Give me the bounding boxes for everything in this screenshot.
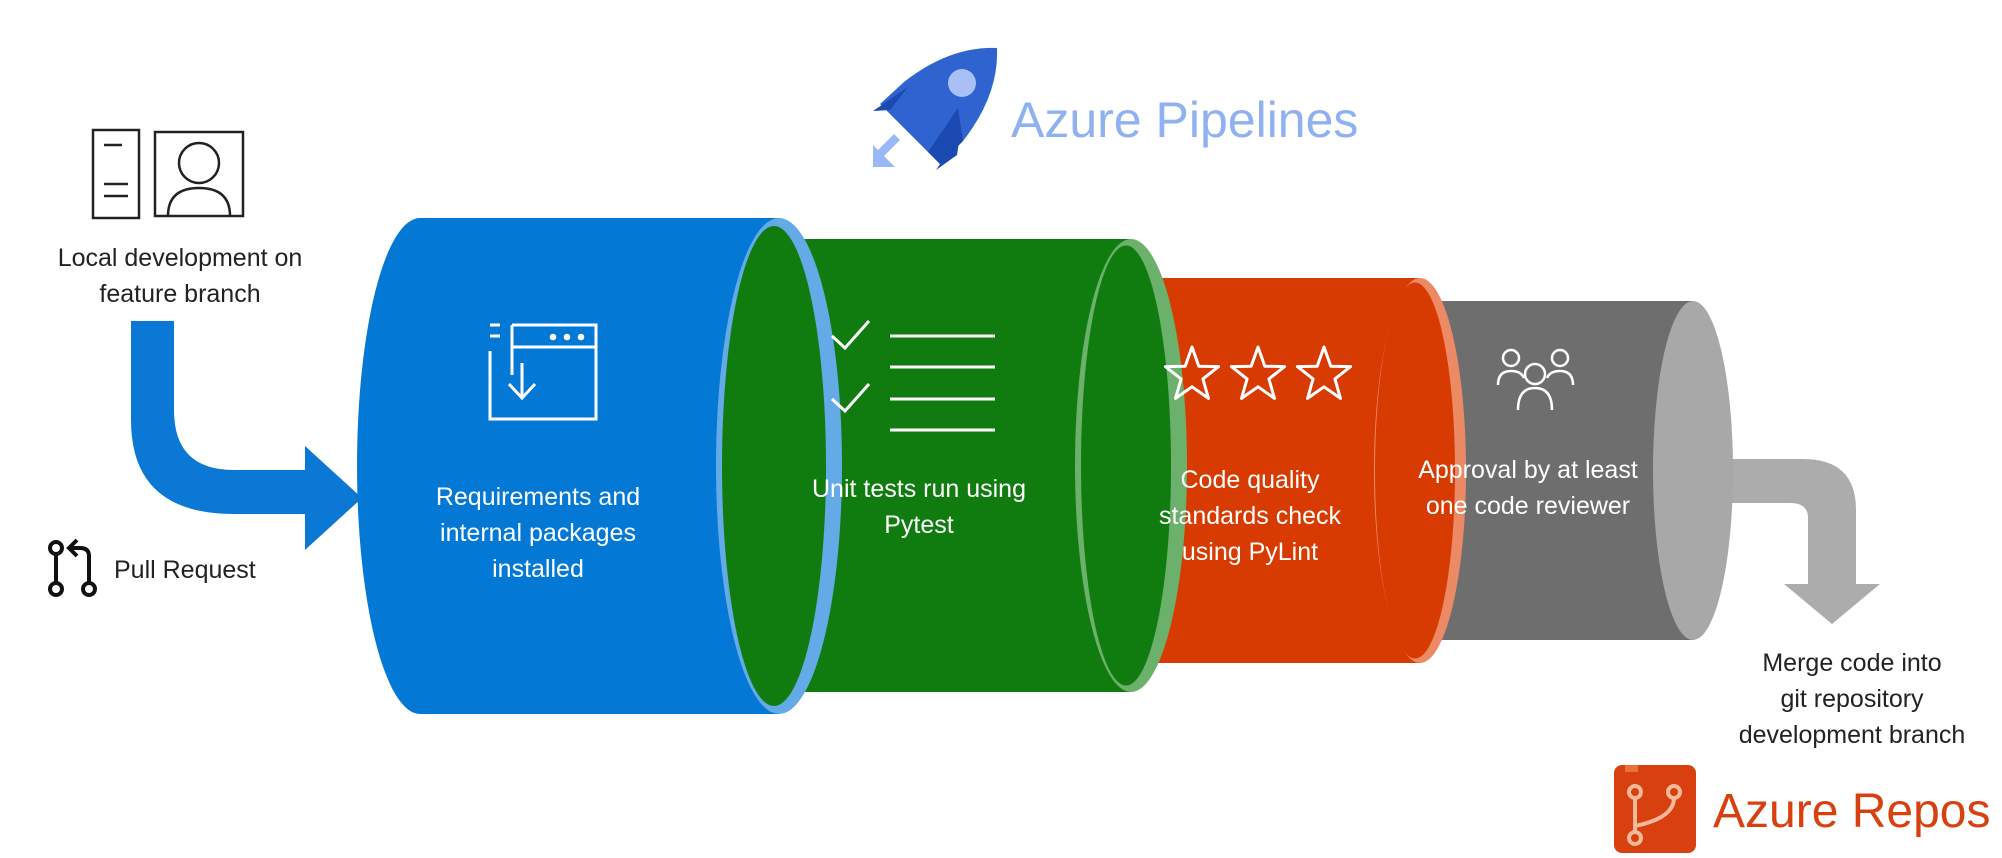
stage-review-label: Approval by at least one code reviewer — [1398, 452, 1658, 524]
merge-line3: development branch — [1738, 721, 1966, 749]
local-development-label: Local development on feature branch — [20, 240, 340, 312]
stage-review-line1: Approval by at least — [1418, 456, 1638, 484]
azure-pipelines-title: Azure Pipelines — [1011, 92, 1359, 148]
stage-install-cylinder — [357, 218, 842, 714]
stage-quality-line1: Code quality — [1180, 466, 1320, 494]
local-development-line2: feature branch — [99, 280, 261, 308]
pull-request-label: Pull Request — [114, 556, 256, 584]
stars-icon — [1163, 345, 1353, 400]
stage-install-line1: Requirements and — [435, 483, 641, 511]
stage-tests-label: Unit tests run using Pytest — [779, 471, 1059, 543]
star-icon — [1295, 345, 1353, 400]
stage-review-line2: one code reviewer — [1425, 492, 1631, 520]
stage-install-label: Requirements and internal packages insta… — [398, 479, 678, 587]
merge-label: Merge code into git repository developme… — [1692, 645, 2002, 753]
stage-install-line3: installed — [492, 555, 584, 583]
merge-line2: git repository — [1780, 685, 1924, 713]
stage-quality-line2: standards check — [1158, 502, 1342, 530]
star-icon — [1229, 345, 1287, 400]
stage-tests-line2: Pytest — [884, 511, 954, 539]
stage-review-cylinder — [1388, 301, 1733, 640]
stage-tests-cylinder — [748, 239, 1187, 692]
merge-line1: Merge code into — [1762, 649, 1942, 677]
download-window-icon — [488, 323, 598, 421]
stage-install-line2: internal packages — [440, 519, 636, 547]
outgoing-arrow — [1708, 459, 1880, 624]
stage-tests-line1: Unit tests run using — [812, 475, 1026, 503]
local-development-line1: Local development on — [57, 244, 303, 272]
people-group-icon — [1496, 348, 1575, 411]
azure-repos-title: Azure Repos — [1713, 785, 1991, 838]
stage-quality-label: Code quality standards check using PyLin… — [1130, 462, 1370, 570]
star-icon — [1163, 345, 1221, 400]
checklist-icon — [830, 320, 995, 432]
developer-workstation-icon — [91, 128, 245, 220]
git-branch-icon — [1614, 765, 1696, 853]
stage-quality-line3: using PyLint — [1181, 538, 1319, 566]
rocket-icon — [873, 47, 998, 170]
incoming-arrow — [131, 321, 362, 550]
pull-request-icon — [48, 538, 97, 597]
